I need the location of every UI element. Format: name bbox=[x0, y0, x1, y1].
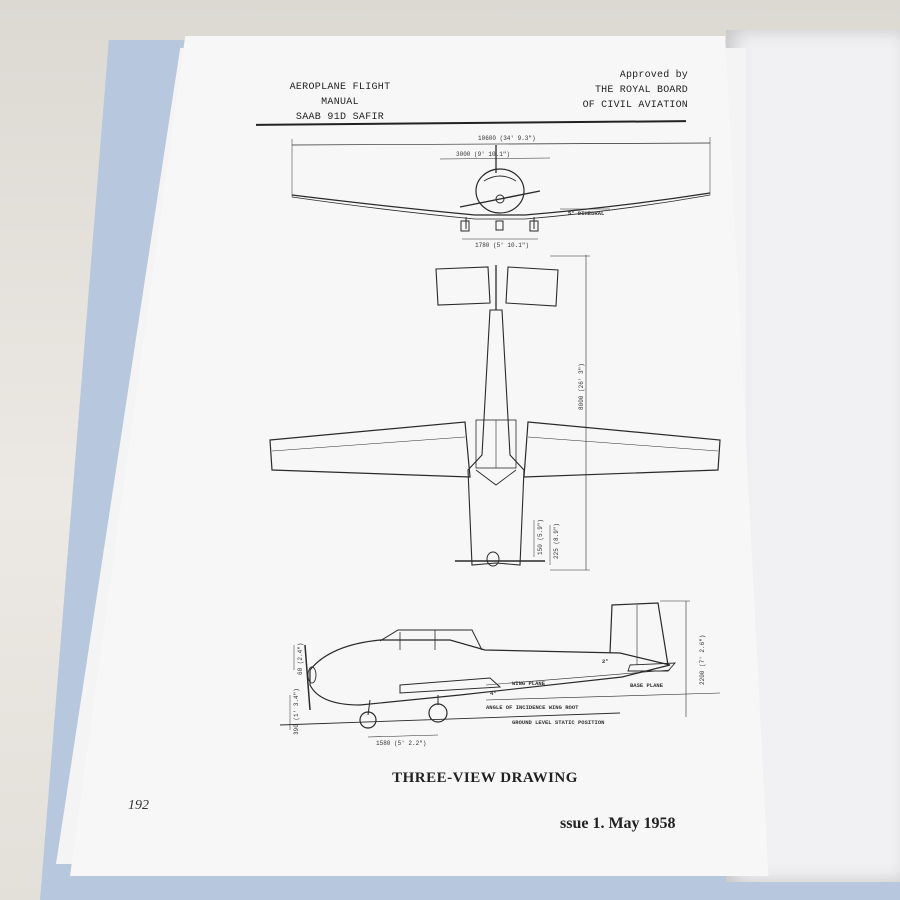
length-dimension: 8000 (26' 3") bbox=[578, 363, 585, 410]
header-left-line: MANUAL bbox=[321, 97, 359, 108]
three-view-drawing: 10600 (34' 9.3") 3000 (9' 10.1") 1780 (5… bbox=[269, 135, 721, 747]
header-approval: Approved by THE ROYAL BOARD OF CIVIL AVI… bbox=[568, 68, 688, 113]
top-view: 8000 (26' 3") 150 (5.9") 225 (8.9") bbox=[269, 255, 721, 571]
side-view: WING PLANE 4° ANGLE OF INCIDENCE WING RO… bbox=[279, 600, 721, 747]
header-left-line: SAAB 91D SAFIR bbox=[295, 112, 385, 123]
front-view: 10600 (34' 9.3") 3000 (9' 10.1") 1780 (5… bbox=[291, 135, 711, 249]
half-span-dimension: 3000 (9' 10.1") bbox=[456, 151, 510, 158]
manual-page bbox=[70, 36, 769, 876]
header-left-line: AEROPLANE FLIGHT bbox=[289, 82, 391, 93]
header-right-line: Approved by bbox=[619, 70, 688, 81]
prop-dimension: 60 (2.4") bbox=[297, 643, 304, 675]
dihedral-label: 5° DIHEDRAL bbox=[568, 210, 605, 217]
wheel-height-dimension: 390 (1' 3.4") bbox=[293, 688, 300, 735]
incidence-angle: 4° bbox=[490, 690, 497, 697]
base-plane-label: BASE PLANE bbox=[630, 682, 664, 689]
tail-angle: 2° bbox=[602, 658, 609, 665]
ground-level-label: GROUND LEVEL STATIC POSITION bbox=[512, 719, 604, 726]
track-dimension: 1780 (5' 10.1") bbox=[475, 242, 529, 249]
header-right-line: THE ROYAL BOARD bbox=[594, 85, 688, 96]
issue-number: ssue 1. bbox=[560, 815, 605, 832]
incidence-label: ANGLE OF INCIDENCE WING ROOT bbox=[486, 704, 579, 711]
wheelbase-dimension: 1580 (5' 2.2") bbox=[376, 740, 426, 747]
height-dimension: 2200 (7' 2.6") bbox=[699, 635, 706, 685]
issue-line: ssue 1. May 1958 bbox=[560, 815, 676, 833]
page-number: 192 bbox=[128, 798, 149, 813]
header-manual-title: AEROPLANE FLIGHT MANUAL SAAB 91D SAFIR bbox=[270, 80, 410, 125]
drawing-caption: THREE-VIEW DRAWING bbox=[392, 770, 578, 786]
span-dimension: 10600 (34' 9.3") bbox=[478, 135, 536, 142]
top-dim-a: 150 (5.9") bbox=[537, 519, 544, 555]
issue-date: May 1958 bbox=[608, 815, 676, 832]
top-dim-b: 225 (8.9") bbox=[553, 523, 560, 559]
header-right-line: OF CIVIL AVIATION bbox=[582, 100, 688, 111]
wing-plane-label: WING PLANE bbox=[512, 680, 546, 687]
